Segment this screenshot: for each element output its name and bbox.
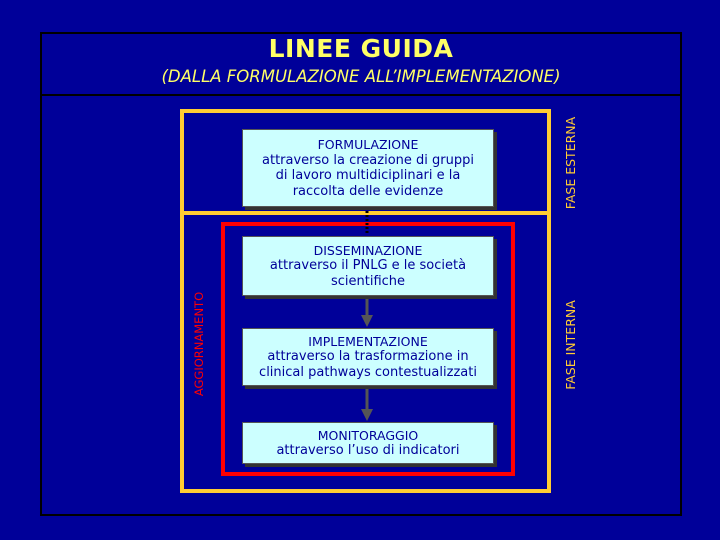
step-implementazione: IMPLEMENTAZIONE attraverso la trasformaz… (242, 328, 494, 386)
title-divider (40, 94, 682, 96)
slide-frame (40, 32, 682, 516)
step-line: attraverso l’uso di indicatori (276, 443, 460, 458)
external-phase-label: FASE ESTERNA (563, 116, 578, 210)
step-monitoraggio: MONITORAGGIO attraverso l’uso di indicat… (242, 422, 494, 464)
step-line: attraverso la trasformazione in (267, 349, 469, 365)
step-title: FORMULAZIONE (317, 137, 419, 152)
step-line: attraverso il PNLG e le società (269, 258, 467, 274)
step-formulazione: FORMULAZIONE attraverso la creazione di … (242, 129, 494, 207)
arrow-head-3-4 (361, 409, 373, 421)
step-title: DISSEMINAZIONE (313, 242, 423, 258)
step-line: clinical pathways contestualizzati (259, 364, 477, 380)
step-line: scientifiche (330, 273, 406, 289)
step-line: attraverso la creazione di gruppi (262, 152, 474, 168)
step-line: di lavoro multidiciplinari e la (275, 168, 461, 183)
update-label: AGGIORNAMENTO (192, 291, 206, 397)
slide-title: LINEE GUIDA (268, 34, 454, 63)
step-title: MONITORAGGIO (317, 427, 419, 443)
external-phase-box (180, 109, 551, 493)
step-disseminazione: DISSEMINAZIONE attraverso il PNLG e le s… (242, 236, 494, 296)
step-line: raccolta delle evidenze (292, 183, 444, 199)
arrow-head-2-3 (361, 315, 373, 327)
internal-phase-label: FASE INTERNA (563, 300, 578, 390)
step-title: IMPLEMENTAZIONE (308, 333, 428, 349)
slide-subtitle: (DALLA FORMULAZIONE ALL’IMPLEMENTAZIONE) (161, 67, 561, 86)
